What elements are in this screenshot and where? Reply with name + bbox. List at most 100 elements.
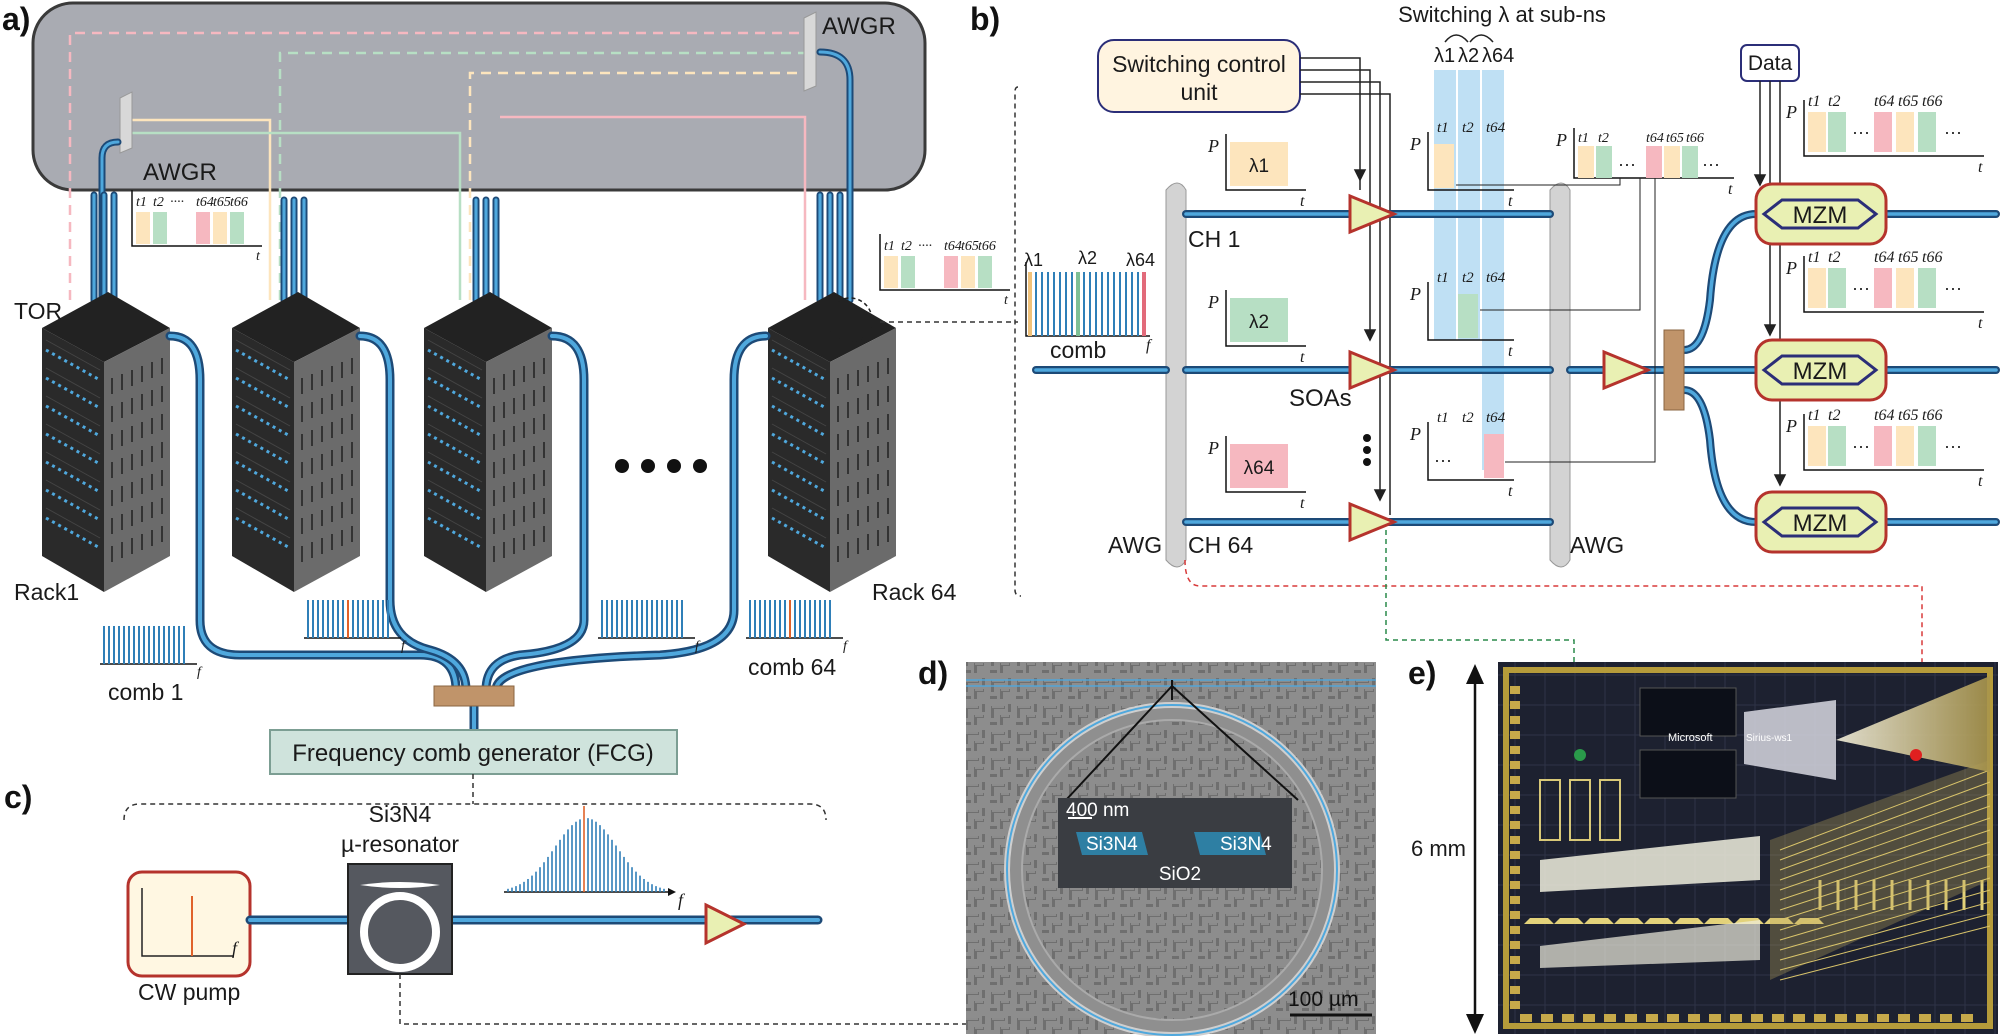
mzm-slot (1874, 268, 1892, 308)
chip-pad-left (1510, 791, 1520, 799)
rack-leds (771, 404, 827, 438)
c-soa (704, 902, 748, 946)
resonator-line2: µ-resonator (341, 831, 459, 857)
wg-right-label: Si3N4 (1220, 834, 1272, 855)
mzm-slot-label: t1 (1808, 249, 1820, 266)
rack-leds (771, 432, 827, 466)
rack-vents (111, 442, 163, 478)
chip-pad-left (1510, 776, 1520, 784)
mzm-label: MZM (1793, 510, 1848, 537)
mzm-slot (1918, 112, 1936, 152)
pt-t: t (1508, 193, 1513, 210)
pt-t: t (1508, 343, 1513, 360)
mzm-slot (1918, 426, 1936, 466)
rack-top (232, 292, 360, 362)
chip-pad-bottom (1940, 1014, 1952, 1022)
mzm-slot (1896, 268, 1914, 308)
chip-pad-left (1510, 896, 1520, 904)
chip-brand: Microsoft (1668, 732, 1713, 744)
lambda-head-64: λ64 (1482, 45, 1514, 67)
slot-axes (131, 190, 262, 247)
pt-axes (1225, 290, 1306, 347)
rack-leds (45, 404, 101, 438)
chip-pad-left (1510, 851, 1520, 859)
rack-side (830, 328, 896, 592)
fiber-bundle-to-fcg (165, 331, 771, 735)
slot-box (901, 256, 915, 288)
chip-pad-left (1510, 821, 1520, 829)
slot-box (196, 212, 210, 244)
chip-trace (1779, 769, 1991, 851)
input-lambda: λ1 (1249, 156, 1269, 177)
mzm-dots-2: ··· (1944, 278, 1962, 298)
pt-t: t (1728, 181, 1733, 198)
panel-a: AWGR AWGR TOR Rack1 Rack 64 Frequency co… (14, 1, 1010, 775)
chip-trace (1779, 901, 1991, 961)
lambda2-column (1458, 70, 1480, 340)
zoom-link-a-b (880, 86, 1022, 597)
rack-leds (427, 404, 483, 438)
chip-pad-bottom (1709, 1014, 1721, 1022)
rack-side (486, 328, 552, 592)
rack-vents (111, 358, 163, 394)
lambda-head-1: λ1 (1434, 45, 1455, 67)
rack-leds (235, 348, 291, 382)
comb-rack2: f (304, 600, 407, 654)
rack-vents (493, 498, 545, 534)
chip-pad-left (1510, 746, 1520, 754)
rack-slot (45, 423, 101, 455)
rack-leds (771, 376, 827, 410)
rack-vents (837, 386, 889, 422)
mzm-slot (1874, 112, 1892, 152)
chip-trace (1779, 913, 1991, 971)
chip-trace (1779, 865, 1991, 931)
awgr-left-device (119, 91, 133, 154)
chip-trace-field (1770, 760, 1990, 980)
rack1-label: Rack1 (14, 579, 79, 605)
rack-slot (45, 507, 101, 539)
rack-front (424, 328, 486, 592)
mzm-slot-label: t66 (1922, 249, 1942, 266)
rack-leds (771, 488, 827, 522)
pt-axes (1427, 282, 1514, 341)
awgr-right-label: AWGR (822, 13, 896, 40)
mzm-slot (1896, 426, 1914, 466)
chip-pad-bottom (1835, 1014, 1847, 1022)
chip-pad-left (1510, 716, 1520, 724)
mzm-label: MZM (1793, 202, 1848, 229)
input-box (1230, 444, 1288, 488)
ccomb-arrow (668, 888, 676, 896)
pt-p: P (1555, 130, 1567, 150)
combined-slot-label: t65 (1666, 131, 1684, 146)
mzm-dots-1: ··· (1852, 436, 1870, 456)
data-label: Data (1748, 52, 1793, 75)
chip-pad-bottom (1751, 1014, 1763, 1022)
rack-top (768, 292, 896, 362)
rack-slot (427, 367, 483, 399)
pt-t: t (1978, 473, 1983, 490)
chip-pad-bottom (1562, 1014, 1574, 1022)
chip-trace (1779, 889, 1991, 951)
rack-slot (427, 339, 483, 371)
comb64-label: comb 64 (748, 654, 836, 680)
rack-vents (837, 442, 889, 478)
rack-leds (235, 488, 291, 522)
pt-axes (1427, 422, 1514, 481)
chip-pad-left (1510, 956, 1520, 964)
slot-label: t66 (978, 239, 996, 254)
sw-t2: t2 (1462, 120, 1474, 136)
bundle-rack64-inner (493, 333, 769, 693)
mzm-slot-label: t66 (1922, 407, 1942, 424)
rack-slot (45, 367, 101, 399)
mzm-slot (1808, 268, 1826, 308)
chip-loop (1569, 779, 1591, 841)
soa-1 (1348, 193, 1398, 235)
chip-pad-left (1510, 926, 1520, 934)
rack-vents (493, 470, 545, 506)
bcomb-l1: λ1 (1024, 250, 1043, 270)
cw-f-label: f (232, 938, 240, 958)
